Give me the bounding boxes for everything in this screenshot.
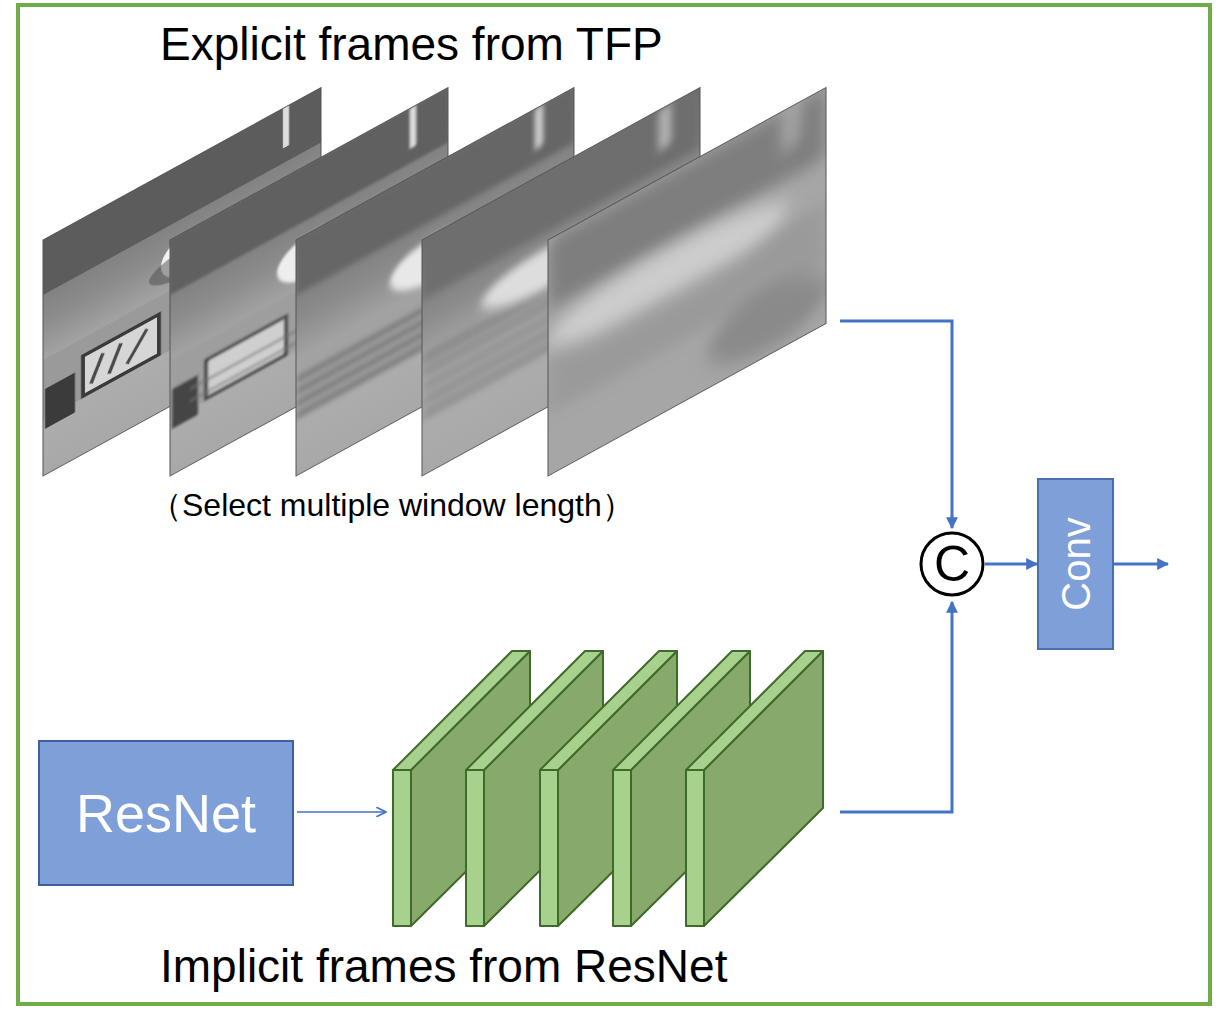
section-title: Explicit frames from TFP: [160, 18, 663, 71]
caption-note: （Select multiple window length）: [150, 487, 634, 524]
section-title: Implicit frames from ResNet: [160, 940, 727, 993]
connector-arrow: [985, 563, 1037, 566]
node-text: Conv: [1056, 517, 1096, 610]
conv-box: Conv: [1037, 478, 1114, 650]
resnet-box: ResNet: [38, 740, 294, 886]
node-text: ResNet: [76, 786, 256, 840]
node-text: C: [934, 539, 970, 589]
concat-circle: C: [919, 531, 985, 597]
